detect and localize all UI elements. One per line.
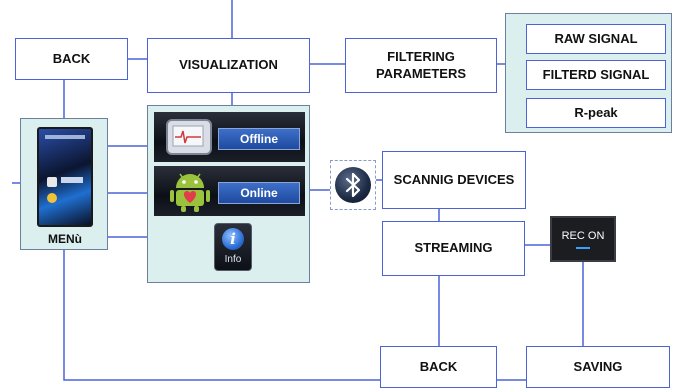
visualization-box[interactable]: VISUALIZATION [147, 38, 310, 93]
filtered-signal-label: FILTERD SIGNAL [542, 66, 650, 82]
bluetooth-icon [335, 167, 371, 203]
raw-signal-box[interactable]: RAW SIGNAL [526, 24, 666, 54]
back-bottom-label: BACK [419, 358, 458, 374]
menu-panel[interactable]: MENù [20, 118, 108, 250]
filtered-signal-box[interactable]: FILTERD SIGNAL [526, 60, 666, 90]
saving-label: SAVING [573, 358, 623, 374]
filtering-parameters-label: FILTERING PARAMETERS [375, 49, 467, 81]
offline-button[interactable]: Offline [218, 128, 300, 150]
rec-indicator-bar [576, 246, 590, 249]
streaming-box[interactable]: STREAMING [382, 221, 525, 276]
mode-panel: Offline On [147, 105, 310, 283]
tablet-ecg-icon [166, 119, 212, 155]
scanning-devices-box[interactable]: SCANNIG DEVICES [382, 151, 526, 209]
online-label: Online [240, 186, 278, 200]
rec-on-button[interactable]: REC ON [550, 216, 616, 262]
android-heart-icon [168, 170, 212, 212]
info-label: Info [224, 254, 242, 265]
offline-row[interactable]: Offline [154, 112, 305, 162]
r-peak-label: R-peak [574, 104, 618, 120]
back-top-label: BACK [52, 50, 91, 66]
offline-label: Offline [240, 132, 278, 146]
back-top-box[interactable]: BACK [15, 38, 128, 80]
back-bottom-box[interactable]: BACK [380, 346, 497, 388]
online-button[interactable]: Online [218, 182, 300, 204]
menu-label: MENù [48, 232, 82, 246]
rec-on-label: REC ON [561, 229, 605, 242]
saving-box[interactable]: SAVING [526, 346, 670, 388]
visualization-label: VISUALIZATION [179, 57, 278, 73]
r-peak-box[interactable]: R-peak [526, 98, 666, 128]
outputs-panel: RAW SIGNAL FILTERD SIGNAL R-peak [505, 13, 672, 133]
scanning-devices-label: SCANNIG DEVICES [393, 171, 515, 187]
info-icon[interactable]: i Info [214, 223, 252, 271]
raw-signal-label: RAW SIGNAL [554, 30, 638, 46]
online-row[interactable]: Online [154, 166, 305, 216]
bluetooth-icon-frame[interactable] [330, 160, 376, 210]
filtering-parameters-box[interactable]: FILTERING PARAMETERS [345, 38, 497, 93]
phone-screen-icon [37, 127, 93, 227]
streaming-label: STREAMING [414, 240, 493, 256]
connector-menu-back-bottom [63, 250, 380, 381]
